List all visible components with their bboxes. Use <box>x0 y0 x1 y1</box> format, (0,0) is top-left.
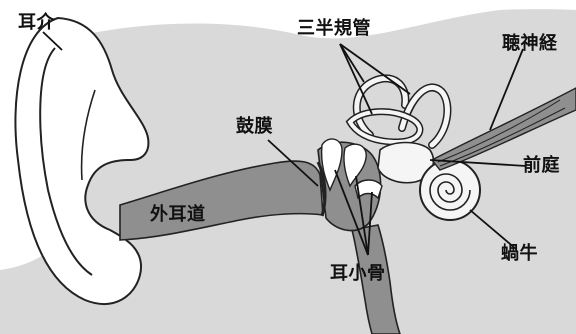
label-pinna: 耳介 <box>18 12 55 33</box>
label-ear-canal: 外耳道 <box>150 204 206 225</box>
leader-ossicles-1 <box>334 169 369 256</box>
leader-lines <box>42 31 527 256</box>
ossicle-incus <box>343 143 367 188</box>
leader-pinna <box>42 31 63 51</box>
leader-semicircular-2 <box>339 43 373 115</box>
semicircular-canal-3-fill <box>347 109 422 145</box>
pinna-fold-2 <box>80 89 96 181</box>
leader-eardrum <box>267 139 319 187</box>
semicircular-canal-2-fill <box>399 84 450 148</box>
leader-semicircular-3 <box>339 43 411 95</box>
auditory-nerve-fibers <box>437 99 566 167</box>
label-semicircular-canals: 三半規管 <box>297 18 371 39</box>
leader-cochlea <box>469 209 517 250</box>
cochlea-spiral <box>429 173 471 211</box>
ossicle-malleus <box>320 138 343 192</box>
label-vestibule: 前庭 <box>523 155 560 176</box>
eustachian-tube <box>351 224 401 334</box>
label-ossicles: 耳小骨 <box>330 263 386 284</box>
pinna-fold <box>39 47 93 276</box>
label-auditory-nerve: 聴神経 <box>502 33 558 54</box>
leader-vestibule <box>429 159 527 167</box>
ossicle-stapes <box>354 179 383 200</box>
eardrum-membrane <box>316 161 327 217</box>
leader-semicircular-1 <box>339 43 365 83</box>
leader-ossicles-2 <box>355 175 369 256</box>
leader-nerve <box>489 48 524 131</box>
label-eardrum: 鼓膜 <box>236 116 273 137</box>
leader-ossicles-3 <box>367 191 373 256</box>
label-cochlea: 蝸牛 <box>501 243 538 264</box>
